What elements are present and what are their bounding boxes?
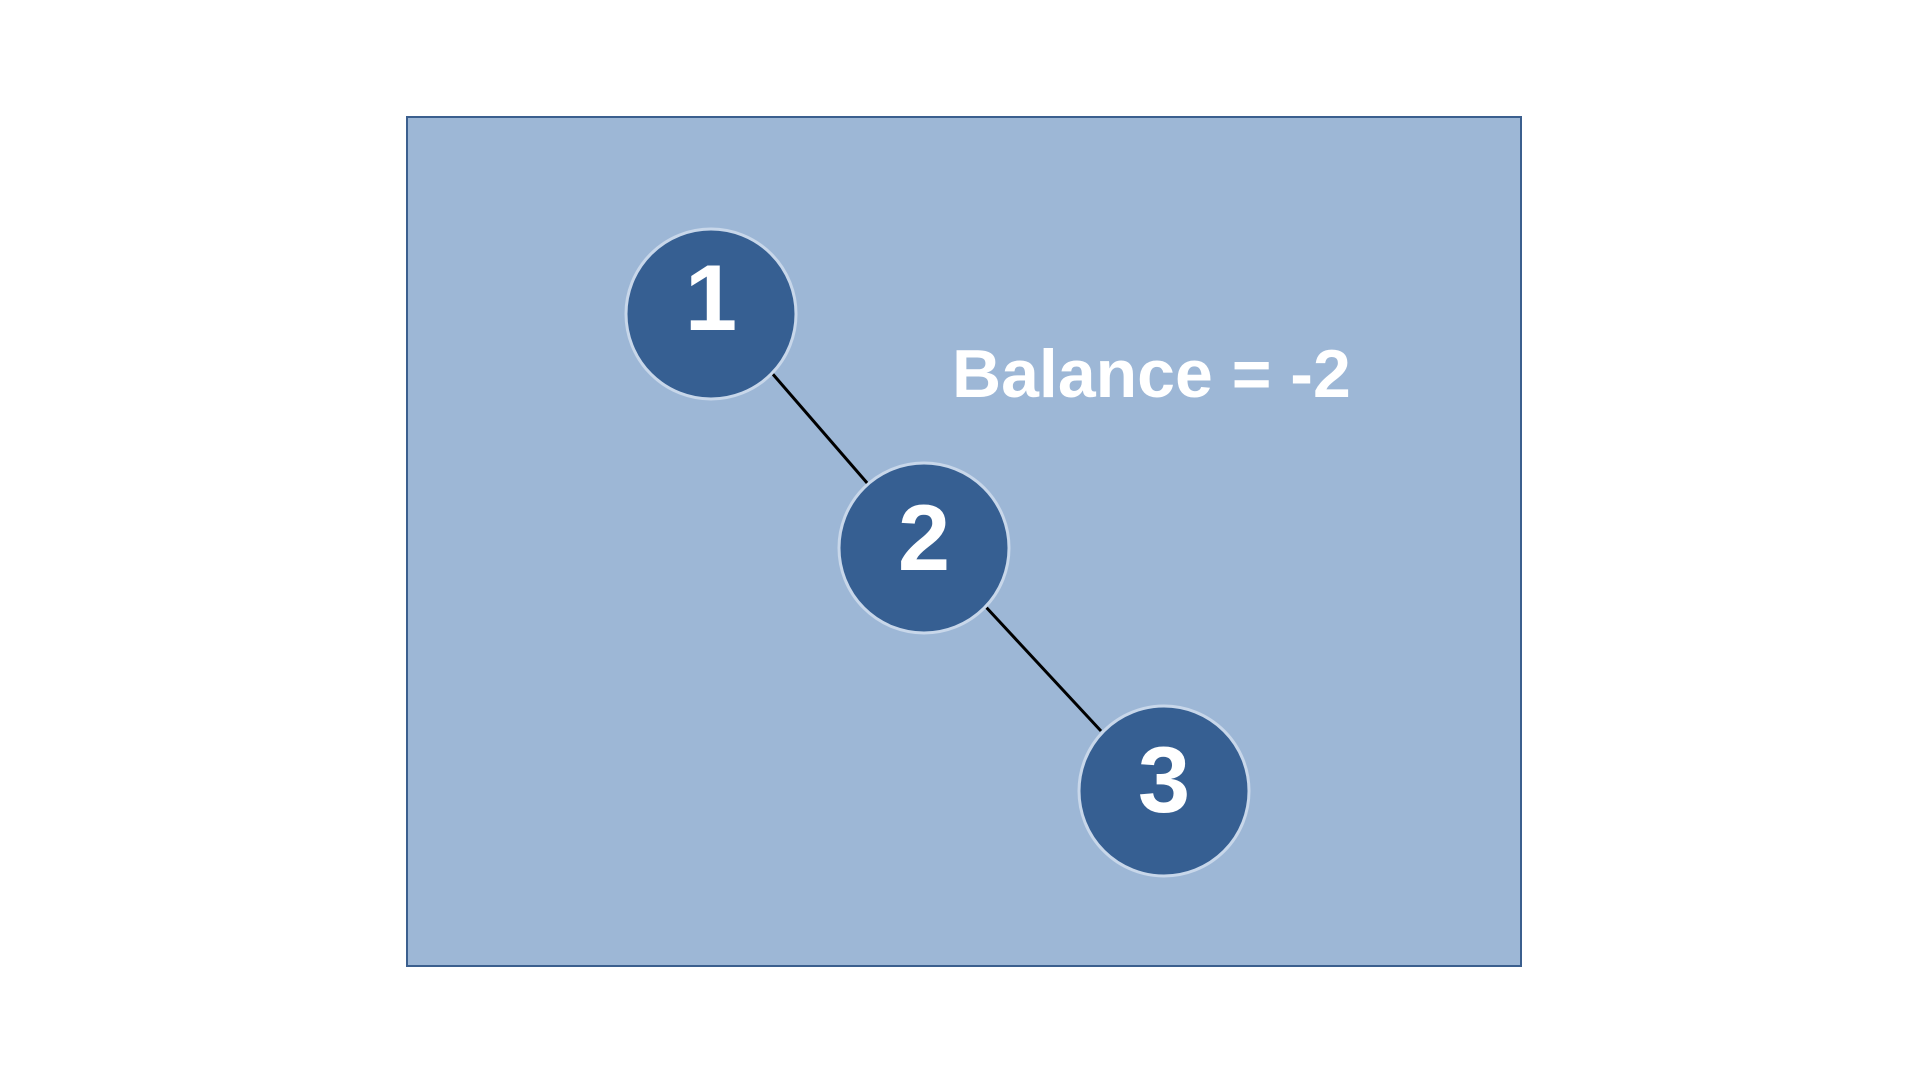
- node-label-3: 3: [1138, 727, 1190, 832]
- tree-node-1: 1: [624, 227, 798, 401]
- node-label-1: 1: [685, 245, 737, 350]
- tree-node-2: 2: [837, 461, 1011, 635]
- edge-1-2: [769, 371, 870, 485]
- tree-node-3: 3: [1077, 704, 1251, 878]
- edge-2-3: [983, 604, 1103, 733]
- balance-annotation: Balance = -2: [952, 336, 1351, 412]
- node-label-2: 2: [898, 485, 950, 590]
